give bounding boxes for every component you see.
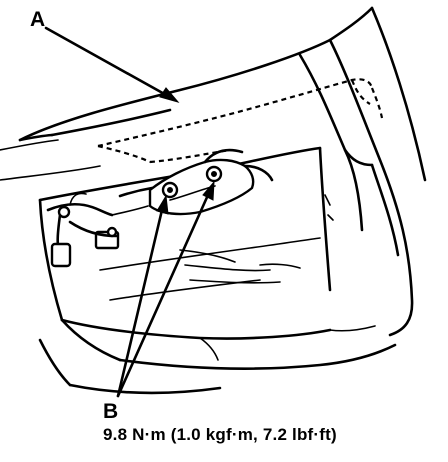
leader-a (44, 26, 180, 103)
arrowhead-icon (159, 87, 180, 103)
torque-spec: 9.8 N·m (1.0 kgf·m, 7.2 lbf·ft) (103, 425, 337, 444)
lower-panel (38, 318, 397, 395)
wiring-harness (46, 186, 154, 268)
callout-label-b: B (103, 400, 119, 423)
bolt-icon (205, 165, 223, 183)
arrowhead-icon (156, 194, 169, 215)
arrowhead-icon (202, 180, 215, 201)
lid-outline-dashed (97, 78, 384, 164)
bolt-icon (161, 181, 179, 199)
leader-b (116, 180, 215, 398)
callout-label-a: A (30, 8, 46, 31)
dashboard-housing (0, 6, 427, 337)
